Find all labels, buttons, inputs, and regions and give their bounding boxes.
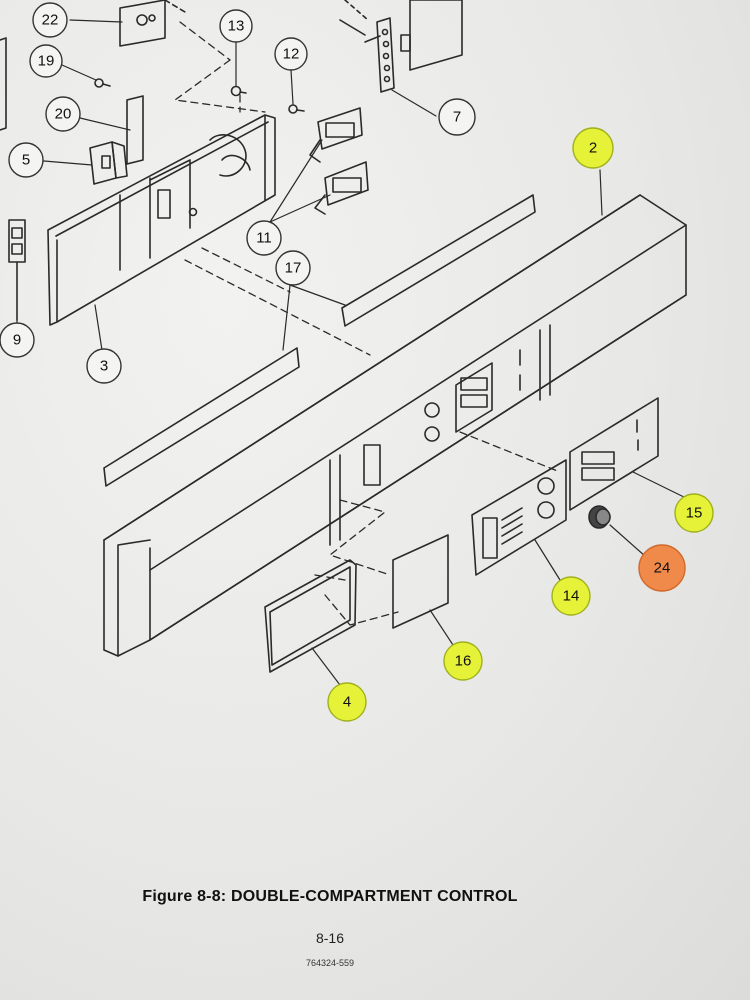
left-edge-part xyxy=(0,37,7,131)
callout-7-label: 7 xyxy=(453,109,461,126)
leader-lines xyxy=(16,19,691,686)
callout-19-label: 19 xyxy=(38,53,55,70)
callout-4: 4 xyxy=(327,682,367,722)
callout-13: 13 xyxy=(219,9,253,43)
part-15-overlay xyxy=(569,397,659,511)
part-9-terminal xyxy=(8,219,26,321)
callout-16: 16 xyxy=(443,641,483,681)
part-5-switch xyxy=(89,141,128,185)
callout-24: 24 xyxy=(638,544,686,592)
callout-15-label: 15 xyxy=(686,505,703,522)
callout-16-label: 16 xyxy=(455,653,472,670)
part-14-overlay xyxy=(471,459,567,576)
part-22-plate xyxy=(119,0,186,47)
callout-19: 19 xyxy=(29,44,63,78)
dashed-assembly-lines xyxy=(174,21,561,626)
callout-3: 3 xyxy=(86,348,122,384)
part-7-bracket xyxy=(339,0,463,93)
callout-2-label: 2 xyxy=(589,140,597,157)
callout-22-label: 22 xyxy=(42,12,59,29)
part-2-housing xyxy=(103,194,687,657)
callout-9-label: 9 xyxy=(13,332,21,349)
callout-20-label: 20 xyxy=(55,106,72,123)
part-20-strip xyxy=(126,95,144,165)
callout-24-label: 24 xyxy=(654,560,671,577)
screw-19 xyxy=(94,78,111,88)
part-17-strip-upper xyxy=(341,194,536,327)
figure-caption: Figure 8-8: DOUBLE-COMPARTMENT CONTROL xyxy=(142,888,518,905)
callout-4-label: 4 xyxy=(343,694,351,711)
screw-13 xyxy=(230,85,247,97)
screw-12 xyxy=(288,104,305,114)
callout-15: 15 xyxy=(674,493,714,533)
part-3-control-box xyxy=(47,114,276,326)
part-17-strip-lower xyxy=(103,347,300,487)
callout-12: 12 xyxy=(274,37,308,71)
page-number: 8-16 xyxy=(315,930,345,946)
callout-2: 2 xyxy=(572,127,614,169)
callout-5: 5 xyxy=(8,142,44,178)
part-4-window xyxy=(264,559,357,673)
callout-11: 11 xyxy=(246,220,282,256)
callout-14-label: 14 xyxy=(563,588,580,605)
callout-22: 22 xyxy=(32,2,68,38)
document-number: 764324-559 xyxy=(305,958,355,968)
part-16-panel xyxy=(392,534,449,629)
callout-17-label: 17 xyxy=(285,260,302,277)
callout-14: 14 xyxy=(551,576,591,616)
part-24-knob xyxy=(588,505,611,529)
callout-7: 7 xyxy=(438,98,476,136)
callout-5-label: 5 xyxy=(22,152,30,169)
part-11-relays xyxy=(309,107,369,215)
callout-13-label: 13 xyxy=(228,18,245,35)
callout-17: 17 xyxy=(275,250,311,286)
callout-11-label: 11 xyxy=(256,230,272,247)
callout-3-label: 3 xyxy=(100,358,108,375)
callout-12-label: 12 xyxy=(283,46,300,63)
callout-20: 20 xyxy=(45,96,81,132)
callout-9: 9 xyxy=(0,322,35,358)
